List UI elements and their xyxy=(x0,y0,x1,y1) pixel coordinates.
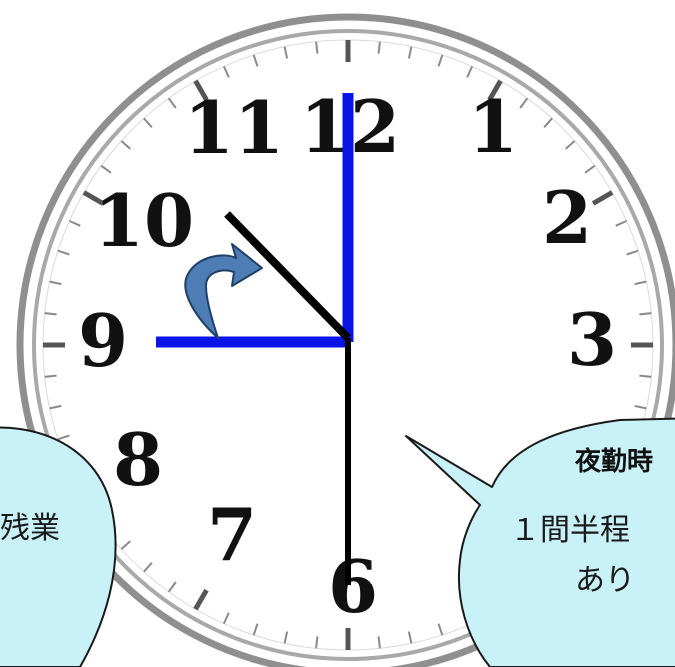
minute-tick xyxy=(44,374,57,378)
minute-tick xyxy=(519,97,529,109)
minute-tick xyxy=(57,249,70,256)
minute-tick xyxy=(222,612,230,625)
hour-tick xyxy=(487,79,503,102)
minute-tick xyxy=(315,636,319,649)
minute-tick xyxy=(615,219,628,227)
minute-tick xyxy=(437,623,444,636)
right-bubble-line1: １間半程 xyxy=(510,513,630,548)
numeral-1: 1 xyxy=(468,84,518,169)
hour-tick xyxy=(591,190,614,206)
minute-tick xyxy=(626,249,639,256)
right-bubble-line2: あり xyxy=(575,563,635,598)
minute-tick xyxy=(283,631,289,644)
minute-tick xyxy=(252,623,259,636)
minute-tick xyxy=(167,97,177,109)
left-speech-bubble xyxy=(0,426,117,667)
numeral-7: 7 xyxy=(207,492,257,577)
numeral-2: 2 xyxy=(542,175,592,260)
right-speech-bubble xyxy=(405,417,675,667)
minute-tick xyxy=(407,46,413,59)
minute-tick xyxy=(634,280,647,286)
minute-tick xyxy=(407,631,413,644)
minute-tick xyxy=(584,164,596,174)
minute-tick xyxy=(57,434,70,441)
hour-tick xyxy=(193,79,209,102)
minute-tick xyxy=(437,54,444,67)
minute-tick xyxy=(315,41,319,54)
minute-tick xyxy=(167,581,177,593)
numeral-3: 3 xyxy=(567,297,617,382)
minute-tick xyxy=(543,117,553,128)
left-bubble-text: 残業 xyxy=(0,511,60,546)
hour-tick xyxy=(82,190,105,206)
minute-tick xyxy=(634,404,647,410)
minute-tick xyxy=(377,636,381,649)
minute-tick xyxy=(49,404,62,410)
minute-tick xyxy=(639,374,652,378)
numeral-6: 6 xyxy=(328,544,378,629)
numeral-8: 8 xyxy=(113,417,163,502)
minute-tick xyxy=(222,65,230,78)
minute-tick xyxy=(565,140,576,150)
curved-arrow xyxy=(184,243,263,339)
minute-tick xyxy=(143,562,153,573)
numeral-11: 11 xyxy=(184,85,284,170)
minute-tick xyxy=(377,41,381,54)
minute-tick xyxy=(466,65,474,78)
hour-tick xyxy=(193,588,209,611)
minute-tick xyxy=(143,117,153,128)
minute-tick xyxy=(120,540,131,550)
minute-tick xyxy=(252,54,259,67)
numeral-9: 9 xyxy=(78,298,128,383)
black-hour-hand xyxy=(224,211,351,341)
right-bubble-title: 夜勤時 xyxy=(574,446,653,477)
numeral-10: 10 xyxy=(94,178,194,263)
minute-tick xyxy=(283,46,289,59)
minute-tick xyxy=(120,140,131,150)
minute-tick xyxy=(49,280,62,286)
minute-tick xyxy=(100,164,112,174)
minute-tick xyxy=(639,312,652,316)
minute-tick xyxy=(68,219,81,227)
minute-tick xyxy=(44,312,57,316)
